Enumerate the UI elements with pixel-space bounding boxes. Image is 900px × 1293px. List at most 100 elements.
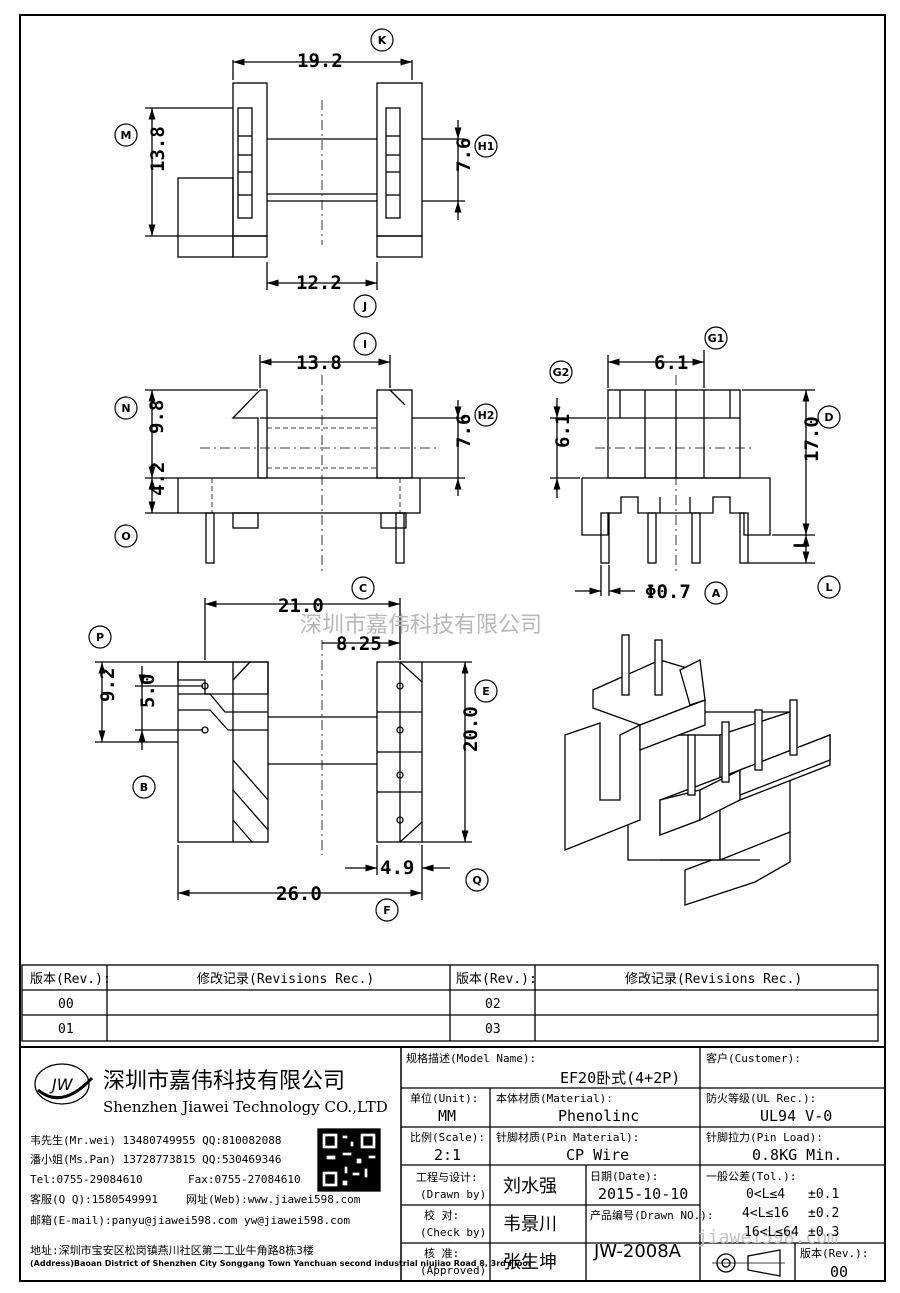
company-address-cn: 地址:深圳市宝安区松岗镇燕川社区第二工业牛角路8栋3楼	[30, 1243, 314, 1257]
model-value: EF20卧式(4+2P)	[560, 1069, 680, 1087]
company-name-en: Shenzhen Jiawei Technology CO.,LTD	[103, 1098, 388, 1116]
rev-row-1-right: 03	[485, 1022, 501, 1037]
pin-material-value: CP Wire	[566, 1146, 629, 1164]
label-F: F	[383, 904, 391, 917]
dim-0-7: Φ0.7	[645, 581, 691, 603]
drawn-value: 刘水强	[503, 1176, 557, 1197]
company-web: 网址(Web):www.jiawei598.com	[186, 1192, 361, 1206]
scale-label: 比例(Scale):	[410, 1130, 485, 1144]
dim-6-1-left: 6.1	[552, 414, 574, 448]
rev-header-right: 版本(Rev.):	[456, 972, 537, 987]
check-label: 校 对:	[424, 1208, 459, 1222]
check-label-en: (Check by)	[420, 1226, 486, 1239]
drawn-no-label: 产品编号(Drawn NO.):	[590, 1208, 713, 1222]
rev-row-0-left: 00	[58, 997, 74, 1012]
rec-header-left: 修改记录(Revisions Rec.)	[197, 972, 374, 987]
label-C: C	[359, 582, 367, 595]
revision-table	[21, 964, 879, 1042]
customer-label: 客户(Customer):	[706, 1051, 801, 1065]
ul-value: UL94 V-0	[760, 1107, 832, 1125]
watermark-cn: 深圳市嘉伟科技有限公司	[300, 613, 542, 638]
company-address-en: (Address)Baoan District of Shenzhen City…	[30, 1259, 532, 1268]
company-name-cn: 深圳市嘉伟科技有限公司	[103, 1069, 345, 1094]
drawn-label: 工程与设计:	[416, 1171, 478, 1184]
tol1-range: 0<L≤4	[746, 1187, 785, 1202]
unit-value: MM	[438, 1107, 456, 1125]
dim-12-2: 12.2	[296, 272, 342, 294]
unit-label: 单位(Unit):	[410, 1091, 478, 1105]
ul-label: 防火等级(UL Rec.):	[706, 1091, 816, 1105]
front-view	[550, 350, 815, 596]
label-G1: G1	[708, 332, 725, 345]
rev-value: 00	[830, 1263, 848, 1281]
side-view	[145, 355, 465, 575]
tol3-range: 16<L≤64	[744, 1225, 799, 1240]
rev-header-left: 版本(Rev.):	[30, 972, 111, 987]
date-label: 日期(Date):	[590, 1170, 658, 1183]
dim-9-2: 9.2	[97, 668, 119, 702]
dim-13-8-top: 13.8	[147, 126, 169, 172]
tol1-value: ±0.1	[808, 1187, 839, 1202]
dim-6-1-top: 6.1	[654, 352, 688, 374]
dim-4-9: 4.9	[380, 857, 414, 879]
contact-pan: 潘小姐(Ms.Pan) 13728773815 QQ:530469346	[30, 1152, 282, 1166]
company-email: 邮箱(E-mail):panyu@jiawei598.com yw@jiawei…	[30, 1213, 350, 1227]
pin-load-value: 0.8KG Min.	[752, 1146, 842, 1164]
rev-row-1-left: 01	[58, 1022, 74, 1037]
dim-13-8-side: 13.8	[296, 352, 342, 374]
rev-row-0-right: 02	[485, 997, 501, 1012]
drawn-no-value: JW-2008A	[593, 1241, 682, 1262]
drawn-label-en: (Drawn by)	[420, 1188, 486, 1201]
approve-value: 张生坤	[503, 1252, 557, 1273]
label-B: B	[140, 781, 148, 794]
pin-material-label: 针脚材质(Pin Material):	[496, 1130, 639, 1144]
company-tel: Tel:0755-29084610	[30, 1173, 143, 1186]
label-O: O	[121, 530, 130, 543]
rec-header-right: 修改记录(Revisions Rec.)	[625, 972, 802, 987]
label-J: J	[362, 300, 367, 313]
label-L: L	[825, 581, 832, 594]
dim-26-0: 26.0	[276, 883, 322, 905]
tol-label: 一般公差(Tol.):	[706, 1169, 796, 1183]
title-block	[19, 1046, 886, 1282]
date-value: 2015-10-10	[598, 1185, 688, 1203]
label-K: K	[378, 34, 387, 47]
tol2-value: ±0.2	[808, 1206, 839, 1221]
tol2-range: 4<L≤16	[742, 1206, 789, 1221]
dim-19-2: 19.2	[297, 50, 343, 72]
label-I: I	[363, 338, 367, 351]
company-logo: JW	[49, 1075, 74, 1094]
drawing-frame	[19, 14, 886, 1282]
scale-value: 2:1	[434, 1146, 461, 1164]
approve-label: 核 准:	[424, 1246, 459, 1260]
dim-7-6-side: 7.6	[453, 414, 475, 448]
label-D: D	[824, 411, 833, 424]
material-label: 本体材质(Material):	[496, 1091, 613, 1105]
contact-wei: 韦先生(Mr.wei) 13480749955 QQ:810082088	[30, 1133, 282, 1147]
dim-5-0: 5.0	[137, 674, 159, 708]
label-P: P	[96, 631, 104, 644]
dim-7-6-top: 7.6	[453, 138, 475, 172]
label-G2: G2	[553, 366, 570, 379]
top-view	[145, 58, 465, 290]
check-value: 韦景川	[503, 1214, 557, 1235]
dim-9-8: 9.8	[146, 400, 168, 434]
label-E: E	[482, 685, 490, 698]
dim-20-0: 20.0	[460, 706, 482, 752]
pin-load-label: 针脚拉力(Pin Load):	[706, 1130, 823, 1144]
label-H2: H2	[478, 409, 495, 422]
label-H1: H1	[478, 140, 495, 153]
label-M: M	[121, 129, 132, 142]
label-A: A	[712, 587, 721, 600]
dim-17-0: 17.0	[801, 416, 823, 462]
approve-label-en: (Approved)	[420, 1264, 486, 1277]
dim-L: L	[790, 538, 812, 549]
dim-21-0: 21.0	[278, 595, 324, 617]
dim-4-2: 4.2	[147, 462, 169, 496]
watermark-url: jiawei598.com	[697, 1227, 838, 1248]
label-bubbles	[88, 28, 841, 922]
dim-8-25: 8.25	[336, 633, 382, 655]
rev-label: 版本(Rev.):	[800, 1246, 868, 1260]
tol3-value: ±0.3	[808, 1225, 839, 1240]
